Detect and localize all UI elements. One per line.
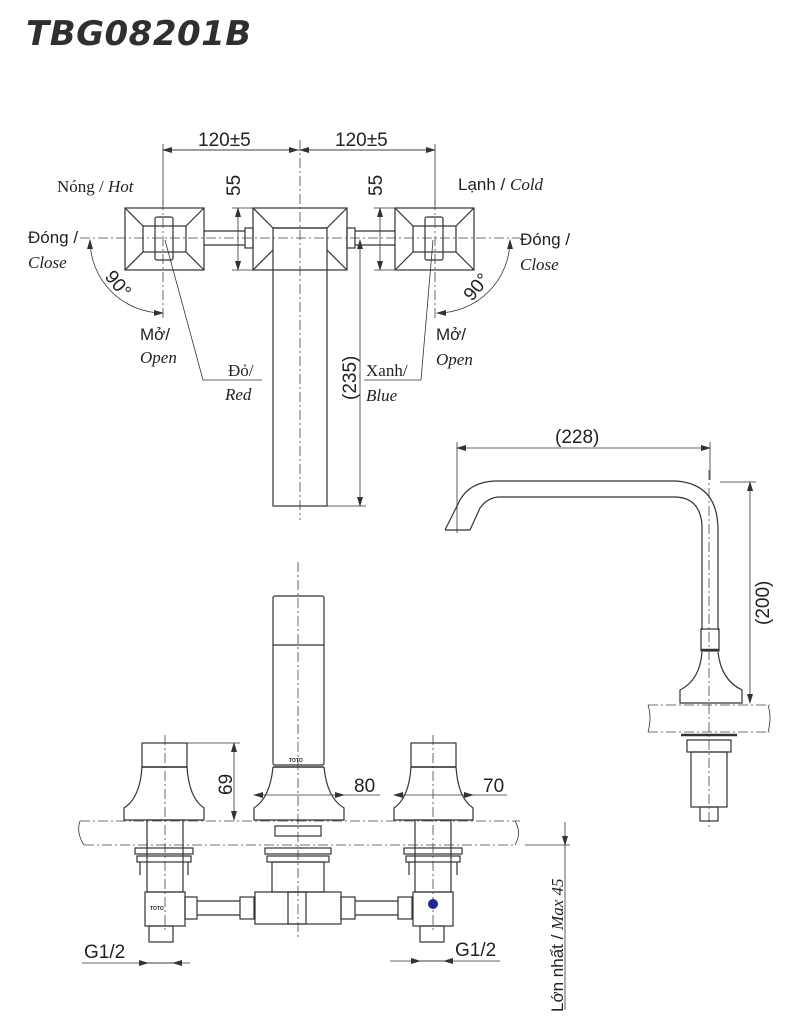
- rotation-arc-left: [87, 239, 164, 316]
- height-label: (200): [753, 581, 774, 625]
- open-left-vi: Mở/: [140, 325, 170, 344]
- spout-outer: [444, 480, 719, 630]
- blue-label-en: Blue: [366, 386, 398, 405]
- spout-base-label: 80: [354, 776, 375, 797]
- close-right-vi: Đóng /: [520, 230, 570, 249]
- dim-right-label: 120±5: [335, 130, 388, 151]
- open-right-en: Open: [436, 350, 473, 369]
- angle-right-label: 90°: [460, 270, 495, 306]
- spout-front: [272, 595, 325, 766]
- handle-size-left: 55: [224, 175, 245, 196]
- hot-handle-top: [124, 200, 205, 318]
- max-deck-label: Lớn nhất / Max 45: [548, 878, 567, 1012]
- close-right-en: Close: [520, 255, 559, 274]
- cold-indicator-icon: [428, 899, 438, 909]
- cold-handle-top: [394, 200, 475, 318]
- valve-body-right: [403, 819, 463, 943]
- svg-text:TOTO: TOTO: [150, 906, 164, 912]
- cold-label: Lạnh / Cold: [458, 175, 544, 194]
- handle-size-right: 55: [366, 175, 387, 196]
- hot-label: Nóng / Hot: [57, 177, 135, 196]
- reach-label: (228): [555, 427, 599, 448]
- red-label-en: Red: [224, 385, 252, 404]
- spout-top: [252, 207, 348, 507]
- blue-label-vi: Xanh/: [366, 361, 408, 380]
- rotation-arc-right: [436, 239, 513, 316]
- thread-right-label: G1/2: [455, 940, 496, 961]
- spout-inner: [469, 496, 703, 630]
- red-label-vi: Đỏ/: [228, 361, 254, 380]
- close-left-en: Close: [28, 253, 67, 272]
- handle-base-label: 70: [483, 776, 504, 797]
- open-right-vi: Mở/: [436, 325, 466, 344]
- valve-body-left: TOTO: [134, 819, 194, 943]
- model-title: TBG08201B: [26, 14, 252, 54]
- top-view: 120±5 120±5: [28, 130, 570, 520]
- front-view: TOTO 80 69 70 Lớn nhất / Max 45: [78, 562, 570, 1012]
- valve-body-center: [254, 825, 342, 925]
- side-view: (228) (200): [444, 427, 774, 830]
- handle-height-label: 69: [216, 774, 237, 795]
- brand-mark-spout: TOTO: [289, 758, 303, 764]
- angle-left-label: 90°: [100, 267, 135, 303]
- open-left-en: Open: [140, 348, 177, 367]
- spout-length-label: (235): [340, 356, 361, 400]
- thread-left-label: G1/2: [84, 942, 125, 963]
- dim-left-label: 120±5: [198, 130, 251, 151]
- close-left-vi: Đóng /: [28, 228, 78, 247]
